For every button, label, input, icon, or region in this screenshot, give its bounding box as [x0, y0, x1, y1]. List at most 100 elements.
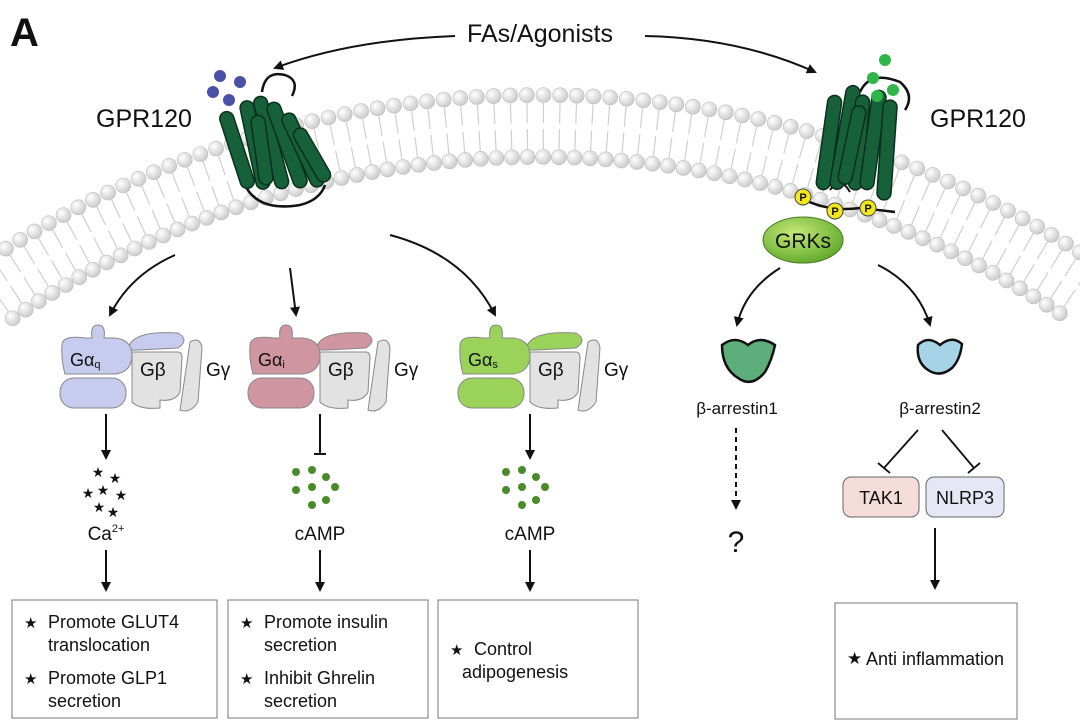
svg-text:P: P [831, 206, 838, 218]
outcome-text: Promote GLP1 [48, 668, 167, 688]
svg-text:P: P [864, 203, 871, 215]
arrestin2-shape [916, 338, 964, 375]
outcome-text: secretion [264, 691, 337, 711]
camp-dot [331, 483, 339, 491]
inhibit-tak1 [877, 429, 919, 474]
messenger-label: cAMP [295, 524, 346, 545]
receptor-right-label: GPR120 [930, 105, 1026, 133]
nlrp3-box: NLRP3 [925, 476, 1005, 518]
g-alpha-label: Gαi [258, 350, 285, 371]
unknown-outcome: ? [728, 526, 745, 559]
panel-label: A [10, 11, 39, 55]
camp-dot [518, 466, 526, 474]
outcome-box: ★ Promote GLUT4 translocation ★ Promote GLP1… [11, 599, 218, 719]
outcome-text: secretion [264, 635, 337, 655]
messenger-label: cAMP [505, 524, 556, 545]
bullet-star-icon: ★ [240, 615, 253, 632]
ligand-dot [234, 76, 246, 88]
calcium-star: ★ [115, 487, 128, 503]
beta-arrestin2: β-arrestin2 [899, 338, 981, 418]
svg-text:GRKs: GRKs [775, 230, 831, 253]
inhibit-nlrp3 [941, 429, 981, 474]
calcium-star: ★ [92, 464, 105, 480]
tak1-box: TAK1 [842, 476, 920, 518]
camp-dot [322, 496, 330, 504]
messenger-label: Ca2+ [88, 523, 125, 545]
bullet-star-icon: ★ [450, 642, 463, 659]
camp-dot [502, 486, 510, 494]
svg-text:NLRP3: NLRP3 [936, 488, 994, 508]
svg-text:Anti inflammation: Anti inflammation [866, 649, 1004, 669]
g-beta-label: Gβ [140, 360, 166, 381]
camp-dot [541, 483, 549, 491]
camp-dot [532, 496, 540, 504]
outcome-text: Promote GLUT4 [48, 612, 179, 632]
g-alpha-label: Gαs [468, 350, 498, 371]
gpr120-left-receptor [219, 72, 332, 208]
gpr120-right-receptor [804, 76, 911, 214]
arrow-to-gq [109, 254, 176, 317]
svg-text:β-arrestin2: β-arrestin2 [899, 399, 981, 418]
ligand-dot [887, 84, 899, 96]
bullet-star-icon: ★ [24, 615, 37, 632]
calcium-star: ★ [107, 504, 120, 520]
outcome-text: secretion [48, 691, 121, 711]
camp-dot [518, 483, 526, 491]
arrow-to-right-receptor [644, 35, 817, 74]
ligand-dot [879, 54, 891, 66]
outcome-box: ★ Control adipogenesis [437, 599, 639, 719]
camp-dot [502, 468, 510, 476]
camp-dot [308, 501, 316, 509]
calcium-star: ★ [109, 470, 122, 486]
g-protein-i: Gαi Gβ Gγ [247, 324, 419, 412]
ligand-dot [223, 94, 235, 106]
outcome-text: Promote insulin [264, 612, 388, 632]
bullet-star-icon: ★ [240, 671, 253, 688]
ligand-label: FAs/Agonists [467, 20, 613, 48]
phospho-sites: P P P [794, 188, 877, 220]
grks: GRKs [762, 216, 844, 264]
g-gamma-label: Gγ [206, 360, 231, 381]
calcium-star: ★ [93, 499, 106, 515]
camp-dot [322, 473, 330, 481]
svg-text:★: ★ [847, 649, 862, 668]
ligand-dot [214, 70, 226, 82]
calcium-star: ★ [97, 482, 110, 498]
receptor-left-label: GPR120 [96, 105, 192, 133]
outcome-text: adipogenesis [462, 662, 568, 682]
beta-arrestin1: β-arrestin1 [696, 338, 778, 418]
camp-dot [518, 501, 526, 509]
g-beta-label: Gβ [538, 360, 564, 381]
camp-dot [292, 486, 300, 494]
outcome-text: translocation [48, 635, 150, 655]
arrow-to-gi [289, 267, 300, 317]
arrow-to-arrestin2 [877, 264, 933, 327]
ligand-dots-left [207, 70, 246, 106]
arrow-to-left-receptor [273, 35, 456, 70]
phospho-site: P [826, 202, 844, 220]
outcome-text: Control [474, 639, 532, 659]
ligand-dot [207, 86, 219, 98]
outcome-box-anti-inflammation: ★ Anti inflammation [834, 602, 1018, 720]
g-beta-label: Gβ [328, 360, 354, 381]
camp-dot [308, 466, 316, 474]
svg-text:TAK1: TAK1 [859, 488, 903, 508]
arrow-to-gs [389, 234, 496, 317]
camp-dot [532, 473, 540, 481]
g-gamma-label: Gγ [394, 360, 419, 381]
phospho-site: P [794, 188, 812, 206]
svg-text:P: P [799, 192, 806, 204]
phospho-site: P [859, 199, 877, 217]
camp-dot [308, 483, 316, 491]
calcium-star: ★ [82, 485, 95, 501]
ligand-dots-right [867, 54, 899, 102]
svg-text:β-arrestin1: β-arrestin1 [696, 399, 778, 418]
camp-dot [292, 468, 300, 476]
arrow-to-arrestin1 [733, 267, 781, 327]
arrestin1-shape [720, 338, 777, 384]
bullet-star-icon: ★ [24, 671, 37, 688]
